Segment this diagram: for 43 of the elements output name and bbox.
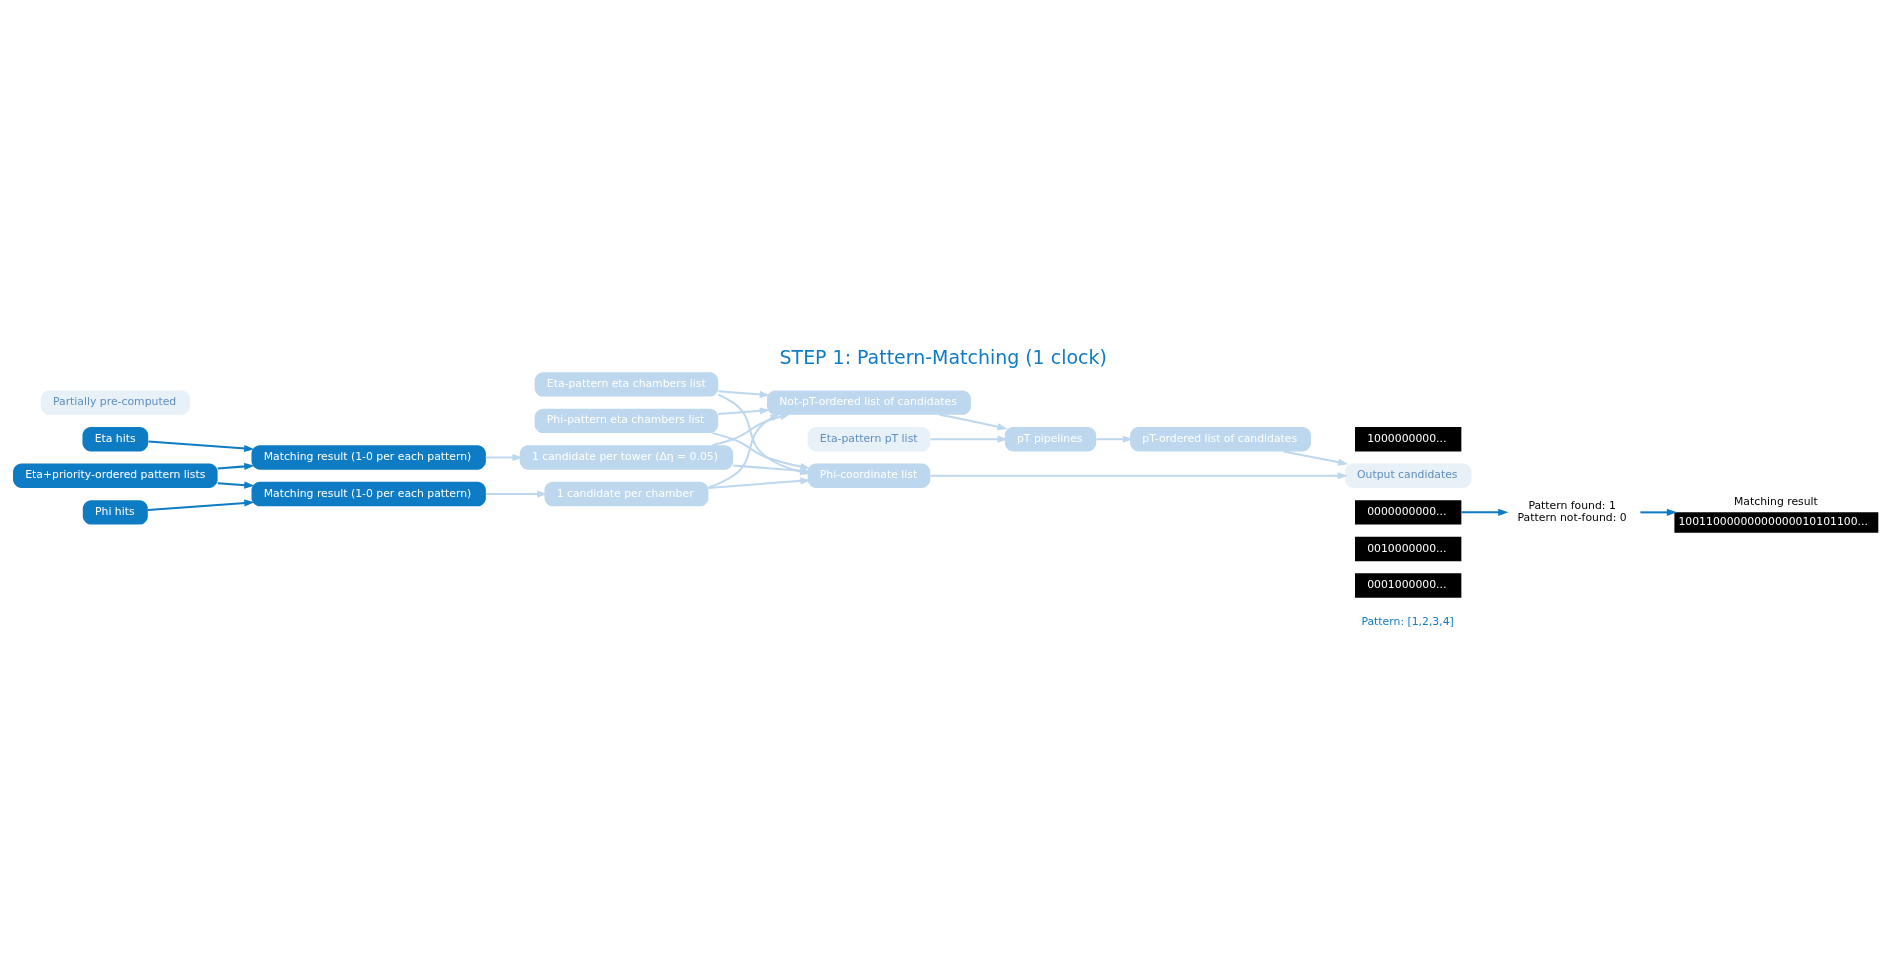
node-box: Output candidates bbox=[1344, 463, 1471, 488]
node-box: Phi-pattern eta chambers list bbox=[534, 408, 718, 434]
arrow bbox=[717, 407, 770, 415]
arrow bbox=[485, 490, 547, 498]
arrow bbox=[485, 453, 523, 462]
node-box: pT-ordered list of candidates bbox=[1129, 427, 1311, 452]
arrow bbox=[1460, 508, 1508, 516]
arrow bbox=[1095, 435, 1133, 443]
arrow bbox=[711, 432, 810, 471]
node-box: Eta+priority-ordered pattern lists bbox=[12, 463, 218, 488]
diagram-title: STEP 1: Pattern-Matching (1 clock) bbox=[779, 345, 1107, 368]
arrow bbox=[929, 435, 1008, 443]
arrow bbox=[929, 472, 1348, 480]
node-text: Pattern found: 1 Pattern not-found: 0 bbox=[1517, 498, 1627, 525]
arrow bbox=[217, 481, 254, 489]
node-box: Matching result (1-0 per each pattern) bbox=[251, 481, 486, 507]
arrow bbox=[707, 413, 780, 489]
node-box: Phi hits bbox=[82, 500, 148, 525]
node-box: pT pipelines bbox=[1004, 427, 1096, 452]
node-label: Matching result bbox=[1733, 494, 1818, 508]
node-box: 0000000000... bbox=[1354, 500, 1461, 525]
node-box: 1 candidate per tower (Δη = 0.05) bbox=[519, 445, 733, 470]
node-box: 0010000000... bbox=[1354, 536, 1461, 562]
arrow bbox=[147, 440, 254, 453]
label: Pattern: [1,2,3,4] bbox=[1360, 614, 1454, 628]
node-box: 1000000000... bbox=[1354, 427, 1461, 452]
node-box: Matching result (1-0 per each pattern) bbox=[251, 445, 486, 470]
node-box: 0001000000... bbox=[1354, 573, 1461, 598]
arrow bbox=[717, 390, 770, 398]
node-box: Eta-pattern eta chambers list bbox=[534, 372, 718, 397]
node-box: Phi-coordinate list bbox=[807, 463, 930, 488]
arrow bbox=[939, 413, 1008, 431]
node-box: Not-pT-ordered list of candidates bbox=[766, 390, 971, 415]
arrow bbox=[1639, 508, 1677, 516]
arrow bbox=[707, 477, 811, 489]
node-box: 1 candidate per chamber bbox=[543, 481, 708, 507]
node-box: Eta-pattern pT list bbox=[807, 427, 930, 452]
arrow bbox=[147, 499, 254, 512]
arrow bbox=[217, 462, 254, 471]
arrow bbox=[711, 413, 790, 447]
node-box: 10011000000000000010101100... bbox=[1673, 512, 1878, 533]
arrow bbox=[1282, 450, 1348, 466]
node-box: Eta hits bbox=[81, 427, 148, 452]
